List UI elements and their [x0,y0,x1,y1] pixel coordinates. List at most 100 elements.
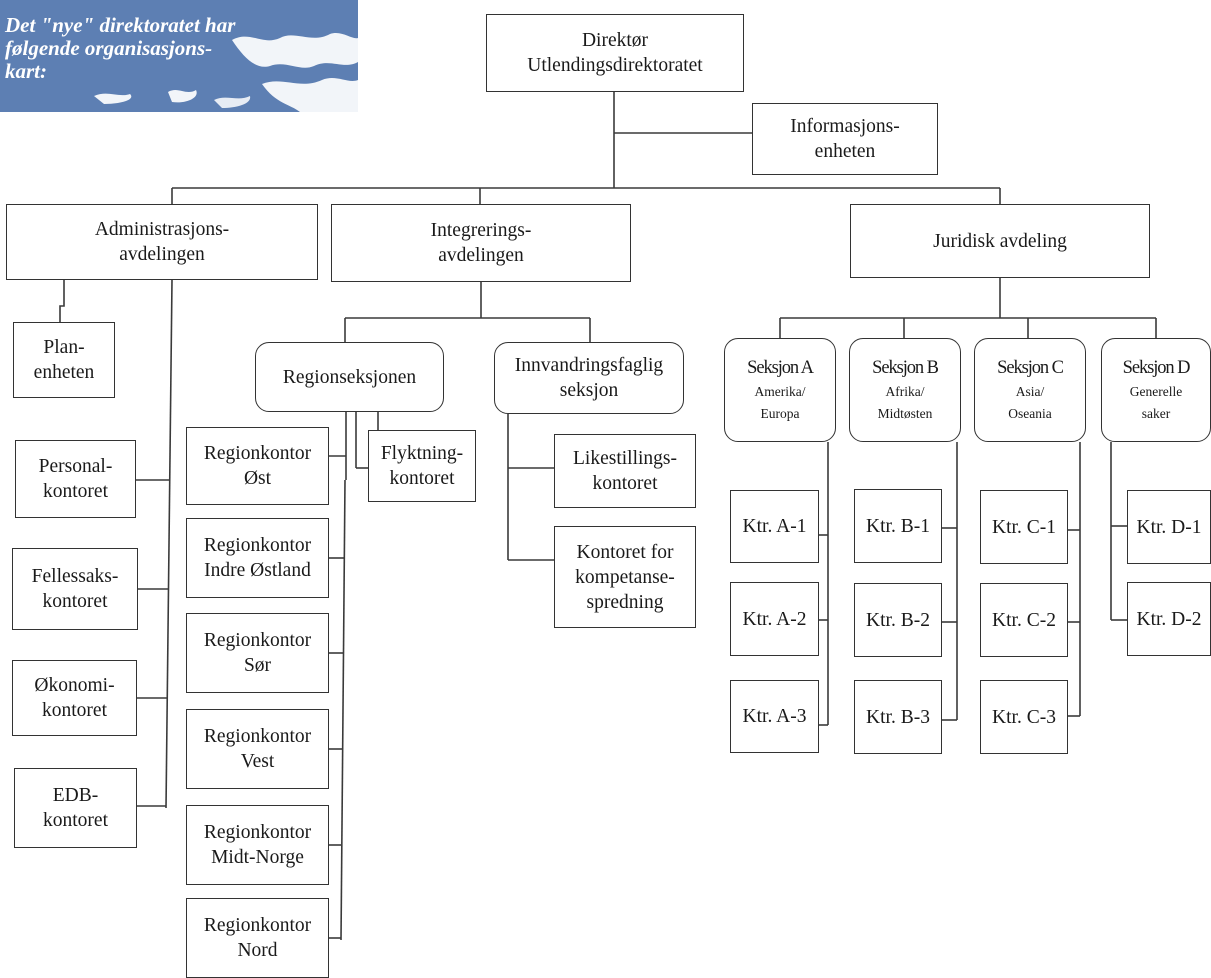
node-label: Vest [240,751,275,772]
node-label: Seksjon D [1122,357,1191,378]
node-label: Administrasjons- [94,219,230,240]
node-label: Seksjon A [747,357,814,378]
node-label: Direktør [581,30,649,51]
node-label: Regionkontor [203,443,312,464]
node-ktr-d1: Ktr. D-1 [1127,490,1211,564]
node-ktr-b1: Ktr. B-1 [854,489,942,563]
node-label: Integrerings- [430,220,532,241]
node-label: Midt-Norge [211,847,304,868]
node-seksjon-a: Seksjon A Amerika/ Europa [724,338,836,442]
node-label: Indre Østland [204,560,311,581]
node-label: EDB- [52,785,99,806]
node-label: Asia/ [1015,383,1045,399]
node-label: Ktr. B-3 [866,706,930,728]
node-label: Sør [243,655,272,676]
node-ktr-a2: Ktr. A-2 [730,582,819,656]
connector [340,479,346,941]
node-label: Ktr. B-1 [866,515,930,537]
node-label: seksjon [559,380,619,401]
node-label: kontoret [592,473,658,494]
node-regionseksjonen: Regionseksjonen [255,342,444,412]
node-regionkontor-sor: Regionkontor Sør [186,613,329,693]
banner-line-1: Det "nye" direktoratet har [5,13,236,37]
node-ktr-d2: Ktr. D-2 [1127,582,1211,656]
node-label: spredning [586,591,664,613]
node-planenheten: Plan- enheten [13,322,115,398]
node-label: Oseania [1008,405,1052,421]
node-administrasjonsavdelingen: Administrasjons- avdelingen [6,204,318,280]
node-label: Kontoret for [576,541,674,563]
node-label: Likestillings- [573,448,677,469]
node-label: Flyktning- [380,443,464,464]
node-label: Ktr. B-2 [866,609,930,631]
node-label: Personal- [38,456,113,477]
intro-banner: Det "nye" direktoratet har følgende orga… [0,0,358,112]
node-ktr-c1: Ktr. C-1 [980,490,1068,564]
node-ktr-b3: Ktr. B-3 [854,680,942,754]
node-label: Amerika/ [754,383,806,399]
node-label: Regionkontor [203,630,312,651]
node-label: Juridisk avdeling [933,230,1067,252]
node-integreringsavdelingen: Integrerings- avdelingen [331,204,631,282]
node-label: kontoret [42,591,108,612]
node-label: Fellessaks- [31,566,119,587]
node-direktor: Direktør Utlendingsdirektoratet [486,14,744,92]
node-juridisk-avdeling: Juridisk avdeling [850,204,1150,278]
node-label: enheten [33,362,95,383]
node-label: Generelle [1129,383,1183,399]
node-label: Afrika/ [885,383,925,399]
node-ktr-c3: Ktr. C-3 [980,680,1068,754]
node-regionkontor-vest: Regionkontor Vest [186,709,329,789]
node-label: Ktr. A-1 [742,516,807,537]
cloud-decoration-icon [94,33,358,112]
node-label: enheten [814,141,876,162]
node-ktr-a1: Ktr. A-1 [730,490,819,563]
node-kontoret-for-kompetansespredning: Kontoret for kompetanse- spredning [554,526,696,628]
node-ktr-a3: Ktr. A-3 [730,680,819,753]
node-regionkontor-ost: Regionkontor Øst [186,427,329,505]
node-label: Seksjon C [997,357,1064,378]
node-label: avdelingen [119,244,205,265]
node-label: Regionseksjonen [282,366,417,388]
node-label: Regionkontor [203,535,312,556]
node-label: kontoret [43,810,108,831]
node-label: kontoret [389,468,455,489]
node-likestillingskontoret: Likestillings- kontoret [554,434,696,508]
banner-line-3: kart: [5,59,47,83]
node-seksjon-b: Seksjon B Afrika/ Midtøsten [849,338,961,442]
node-fellessakskontoret: Fellessaks- kontoret [12,548,138,630]
node-label: kompetanse- [575,566,675,588]
node-edbkontoret: EDB- kontoret [14,768,137,848]
connector [165,279,173,809]
node-ktr-c2: Ktr. C-2 [980,583,1068,657]
node-label: Regionkontor [203,915,312,936]
node-label: Informasjons- [790,116,900,137]
node-label: Ktr. C-2 [992,609,1056,631]
node-regionkontor-indre-ostland: Regionkontor Indre Østland [186,518,329,598]
node-okonomikontoret: Økonomi- kontoret [12,660,137,736]
node-label: Regionkontor [203,822,312,843]
node-label: Europa [760,405,800,421]
node-label: Utlendingsdirektoratet [527,55,703,76]
node-label: Midtøsten [877,405,933,421]
node-label: Ktr. D-2 [1136,608,1202,630]
node-regionkontor-nord: Regionkontor Nord [186,898,329,978]
node-ktr-b2: Ktr. B-2 [854,583,942,657]
node-flyktningkontoret: Flyktning- kontoret [368,430,476,502]
node-seksjon-d: Seksjon D Generelle saker [1101,338,1211,442]
node-label: Øst [243,468,272,489]
node-label: Ktr. A-2 [742,608,807,630]
node-label: Seksjon B [872,357,939,378]
node-innvandringsfaglig-seksjon: Innvandringsfaglig seksjon [494,342,684,414]
node-label: Regionkontor [203,726,312,747]
node-regionkontor-midt-norge: Regionkontor Midt-Norge [186,805,329,885]
connector [59,280,65,322]
node-label: Plan- [43,337,85,358]
node-label: kontoret [42,700,107,721]
node-label: Ktr. C-1 [992,516,1056,538]
node-label: kontoret [43,481,108,502]
node-label: saker [1141,405,1171,421]
node-informasjonsenheten: Informasjons- enheten [752,103,938,175]
node-label: avdelingen [438,245,524,266]
